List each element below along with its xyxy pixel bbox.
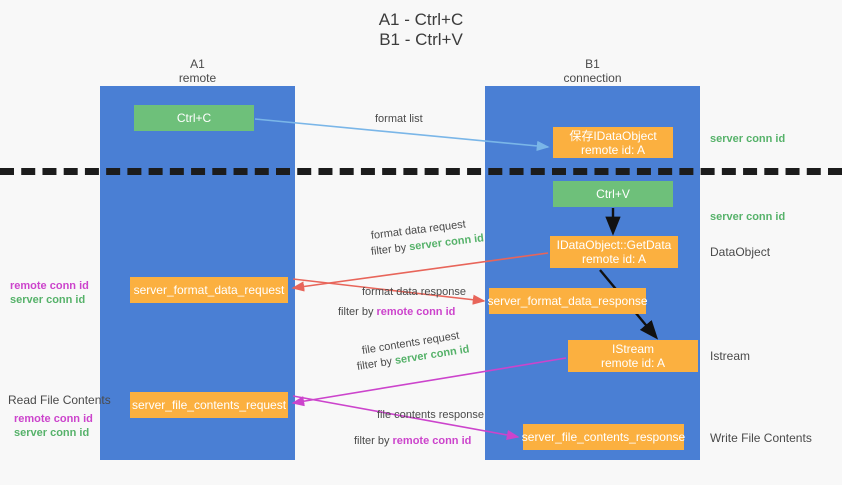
lane-a1-name: A1 xyxy=(190,57,205,71)
lane-a1-sub: remote xyxy=(178,71,217,85)
left-label-remote-conn-id-1: remote conn id xyxy=(10,280,89,292)
phase-divider xyxy=(0,168,842,175)
left-label-read-file-contents: Read File Contents xyxy=(8,393,111,407)
edge-filter-key-remote-conn-id-1: remote conn id xyxy=(376,306,456,318)
node-idataobject-getdata[interactable]: IDataObject::GetData remote id: A xyxy=(550,236,678,268)
edge-label-format-list: format list xyxy=(375,112,423,126)
node-getdata-title: IDataObject::GetData xyxy=(556,238,672,252)
node-istream-title: IStream xyxy=(611,342,654,356)
right-label-server-conn-id-mid: server conn id xyxy=(710,211,786,223)
right-label-dataobject: DataObject xyxy=(710,245,771,259)
node-ctrl-v-label: Ctrl+V xyxy=(596,187,630,201)
lane-header-b1: B1 connection xyxy=(485,57,700,85)
node-server-file-contents-request[interactable]: server_file_contents_request xyxy=(130,392,288,418)
edge-label-format-list-text: format list xyxy=(375,113,423,125)
node-ctrl-c[interactable]: Ctrl+C xyxy=(134,105,254,131)
node-save-idataobject-title: 保存IDataObject xyxy=(569,128,657,143)
edge-filter-file-contents-response: filter by remote conn id xyxy=(354,434,471,448)
left-label-server-conn-id-2: server conn id xyxy=(14,427,90,439)
node-server-format-data-response-label: server_format_data_response xyxy=(487,294,648,308)
node-istream[interactable]: IStream remote id: A xyxy=(568,340,698,372)
lane-header-a1: A1 remote xyxy=(100,57,295,85)
edge-filter-prefix-4: filter by xyxy=(354,435,393,447)
node-server-format-data-request[interactable]: server_format_data_request xyxy=(130,277,288,303)
edge-filter-key-remote-conn-id-2: remote conn id xyxy=(392,435,472,447)
edge-label-format-data-response-text: format data response xyxy=(362,286,466,298)
left-label-server-conn-id-1: server conn id xyxy=(10,294,86,306)
title-line-2: B1 - Ctrl+V xyxy=(379,30,463,49)
node-server-file-contents-response[interactable]: server_file_contents_response xyxy=(521,424,686,450)
node-save-idataobject[interactable]: 保存IDataObject remote id: A xyxy=(553,127,673,158)
node-save-idataobject-id: remote id: A xyxy=(580,142,646,157)
node-ctrl-c-label: Ctrl+C xyxy=(176,111,212,125)
node-istream-id: remote id: A xyxy=(600,356,666,370)
node-getdata-id: remote id: A xyxy=(581,252,647,266)
edge-label-file-contents-response: file contents response xyxy=(377,408,484,422)
right-label-write-file-contents: Write File Contents xyxy=(710,431,812,445)
lane-b1-sub: connection xyxy=(563,71,622,85)
node-server-format-data-request-label: server_format_data_request xyxy=(133,283,285,297)
edge-filter-prefix-3: filter by xyxy=(356,355,396,373)
node-server-file-contents-response-label: server_file_contents_response xyxy=(521,430,686,444)
node-server-format-data-response[interactable]: server_format_data_response xyxy=(487,288,648,314)
right-label-istream: Istream xyxy=(710,349,751,363)
page-title: A1 - Ctrl+C B1 - Ctrl+V xyxy=(0,10,842,50)
edge-filter-prefix-2: filter by xyxy=(338,306,377,318)
edge-label-file-contents-response-text: file contents response xyxy=(377,409,485,421)
left-label-remote-conn-id-2: remote conn id xyxy=(14,413,93,425)
edge-label-format-data-response: format data response xyxy=(362,285,466,299)
title-line-1: A1 - Ctrl+C xyxy=(378,10,464,29)
right-label-server-conn-id-top: server conn id xyxy=(710,133,786,145)
edge-filter-prefix-1: filter by xyxy=(370,241,410,258)
node-server-file-contents-request-label: server_file_contents_request xyxy=(131,398,287,412)
lane-b1-name: B1 xyxy=(585,57,600,71)
edge-filter-format-data-response: filter by remote conn id xyxy=(338,305,455,319)
node-ctrl-v[interactable]: Ctrl+V xyxy=(553,181,673,207)
